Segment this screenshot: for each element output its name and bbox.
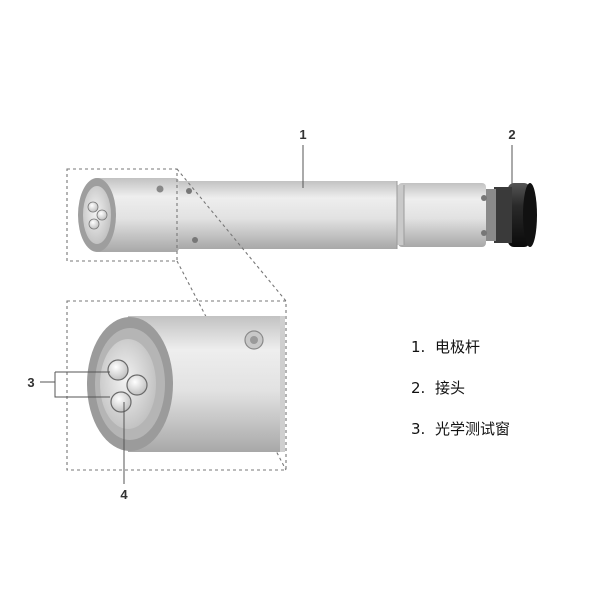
callout-label-2: 2 (508, 127, 515, 142)
probe-tip-small (78, 178, 179, 252)
callout-label-1: 1 (299, 127, 306, 142)
probe-main (78, 178, 537, 252)
callout-bracket-3-top (54, 372, 110, 398)
legend-number: 3. (411, 420, 426, 438)
legend-number: 1. (411, 338, 426, 356)
zoom-guide-line-top (176, 168, 287, 302)
legend-number: 2. (411, 379, 426, 397)
probe-tip-detail (87, 316, 285, 452)
connector-cap (482, 183, 537, 247)
zoom-detail-box (66, 300, 287, 471)
electrode-rod-rear (392, 183, 487, 247)
electrode-rod (177, 181, 398, 249)
zoom-source-box (66, 168, 178, 262)
legend: 1. 电极杆 2. 接头 3. 光学测试窗 (411, 337, 581, 460)
legend-label: 接头 (435, 379, 466, 397)
legend-item-optical-window: 3. 光学测试窗 (411, 419, 581, 440)
callout-label-4: 4 (120, 487, 128, 502)
legend-item-electrode-rod: 1. 电极杆 (411, 337, 581, 358)
callouts (40, 145, 513, 484)
callout-label-3: 3 (27, 375, 34, 390)
legend-item-connector: 2. 接头 (411, 378, 581, 399)
legend-label: 光学测试窗 (435, 420, 511, 438)
zoom-indicator (66, 168, 287, 471)
legend-label: 电极杆 (435, 338, 481, 356)
optical-window-lens-group (107, 359, 148, 413)
